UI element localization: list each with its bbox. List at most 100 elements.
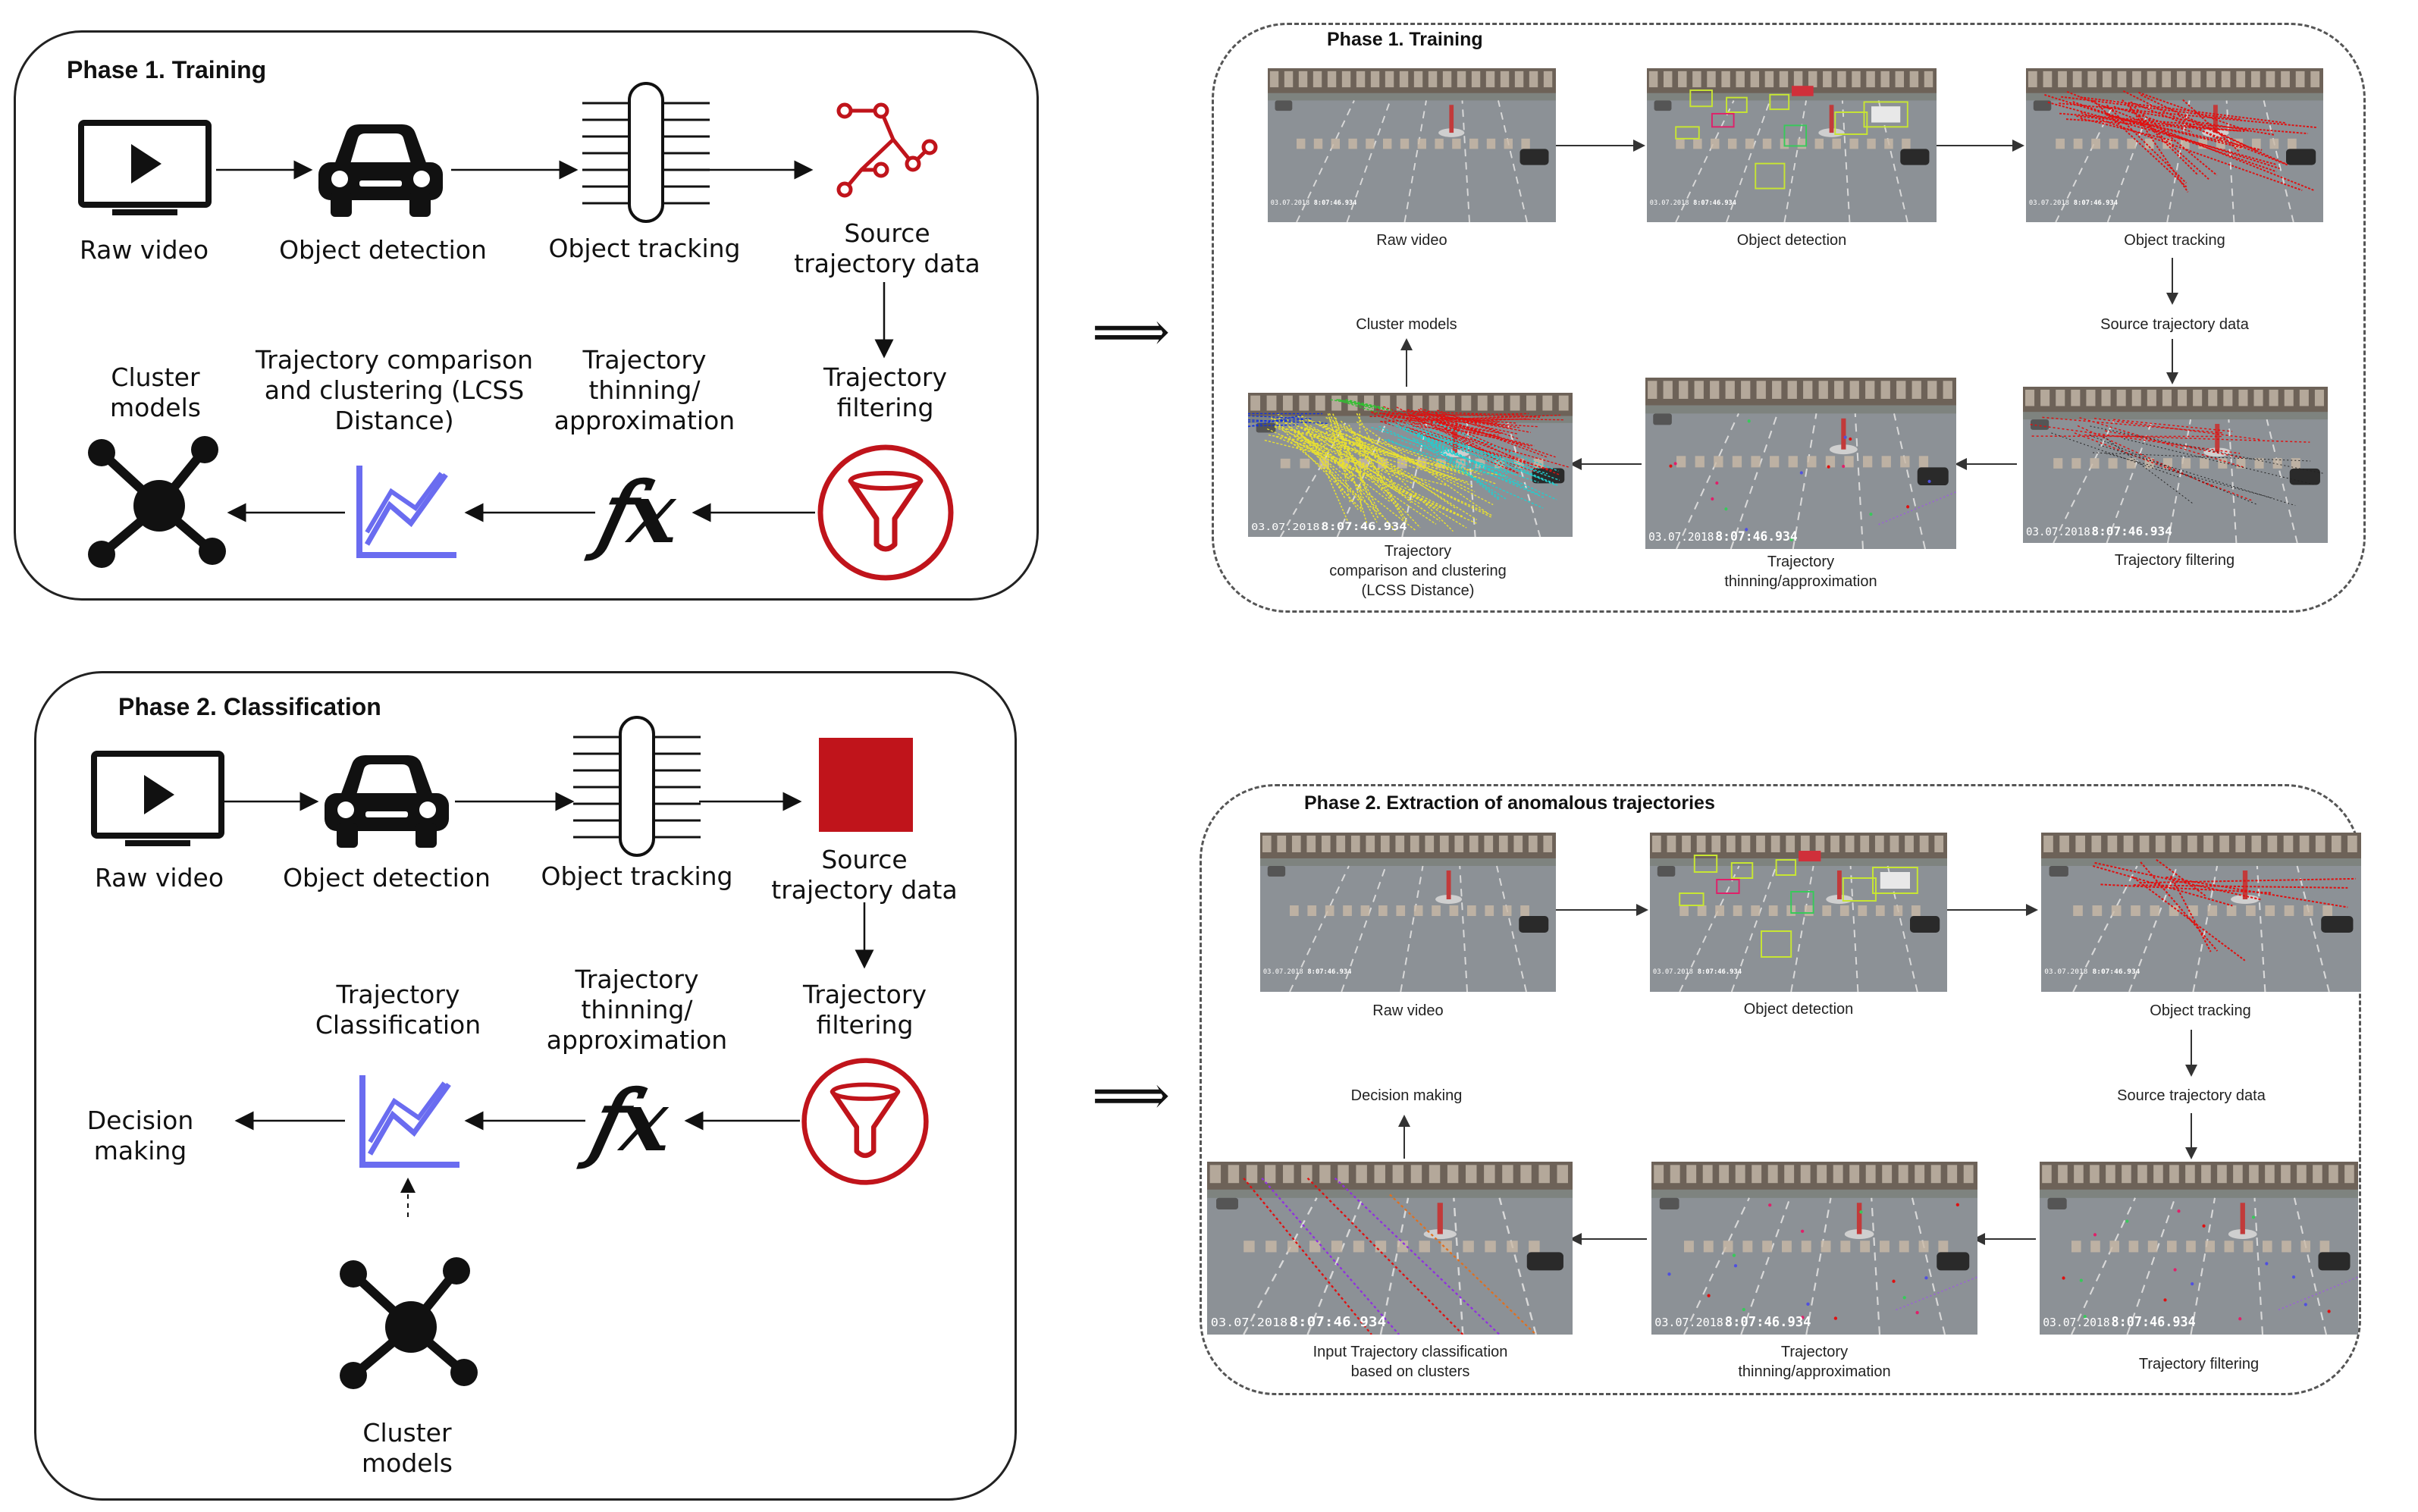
screens1-source-trajectory-label: Source trajectory data [2100, 316, 2249, 333]
frame-date: 03.07.2018 [1650, 199, 1689, 207]
fx-icon: 𝑓x [588, 1072, 669, 1170]
screens2-source-trajectory-label: Source trajectory data [2117, 1087, 2266, 1104]
screens1-object-tracking-label: Object tracking [2124, 232, 2225, 249]
line-chart-icon [356, 1072, 463, 1175]
frame-time: 8:07:46.934 [1698, 968, 1742, 976]
phase1-training-panel [14, 30, 1039, 601]
road-scene: 03.07.2018 8:07:46.934 [2041, 833, 2361, 992]
phase2-source-trajectory-label: Source trajectory data [771, 845, 958, 905]
phase2-object-tracking-label: Object tracking [541, 861, 733, 891]
screens2-object-tracking-label: Object tracking [2150, 1002, 2251, 1019]
trajectory-nodes-icon [834, 100, 939, 202]
screens2-thinning-label: Trajectory thinning/approximation [1738, 1344, 1891, 1380]
frame-time: 8:07:46.934 [1715, 529, 1798, 544]
frame-date: 03.07.2018 [2026, 526, 2090, 538]
screens1-raw-video-label: Raw video [1376, 232, 1447, 249]
frame-date: 03.07.2018 [1211, 1316, 1288, 1329]
phase2-cluster-models-label: Cluster models [362, 1418, 453, 1478]
phase1-cluster-models-label: Cluster models [110, 362, 201, 422]
screens2-arrows [1398, 904, 2197, 1245]
road-scene: 03.07.2018 8:07:46.934 [1268, 68, 1556, 222]
phase1-title: Phase 1. Training [67, 56, 267, 83]
frame-date: 03.07.2018 [1251, 522, 1319, 533]
phase1-comparison-label: Trajectory comparison and clustering (LC… [255, 345, 534, 435]
screens1-title: Phase 1. Training [1327, 29, 1483, 50]
road-scene: 03.07.2018 8:07:46.934 [1260, 833, 1556, 992]
screens2-decision-making-label: Decision making [1350, 1087, 1463, 1104]
screens2-panel [1200, 784, 2361, 1395]
red-square-icon [819, 738, 913, 832]
line-chart-icon [353, 463, 459, 565]
frame-time: 8:07:46.934 [1289, 1315, 1386, 1330]
funnel-icon [800, 1056, 930, 1190]
car-icon [318, 751, 455, 855]
road-scene: 03.07.2018 8:07:46.934 [1647, 68, 1937, 222]
road-scene: 03.07.2018 8:07:46.934 [1650, 833, 1947, 992]
frame-date: 03.07.2018 [2044, 968, 2087, 976]
frame-date: 03.07.2018 [1263, 968, 1303, 976]
tracking-lines-icon [582, 80, 710, 228]
phase1-source-trajectory-label: Source trajectory data [794, 218, 980, 278]
frame-raw-video-2: 03.07.2018 8:07:46.934 [1260, 833, 1556, 992]
frame-time: 8:07:46.934 [2093, 968, 2140, 976]
phase2-arrows [224, 792, 874, 1131]
frame-date: 03.07.2018 [1654, 1316, 1723, 1329]
frame-time: 8:07:46.934 [1725, 1315, 1811, 1330]
screens1-object-detection-label: Object detection [1736, 232, 1847, 249]
phase1-thinning-label: Trajectory thinning/ approximation [554, 345, 735, 435]
frame-time: 8:07:46.934 [2091, 524, 2172, 538]
car-icon [312, 120, 449, 224]
frame-date: 03.07.2018 [1271, 199, 1309, 207]
phase2-thinning-label: Trajectory thinning/ approximation [546, 965, 728, 1055]
tracking-lines-icon [573, 714, 701, 862]
monitor-play-icon [91, 751, 224, 853]
funnel-icon [816, 443, 955, 586]
screens1-comparison-label: Trajectory comparison and clustering (LC… [1329, 543, 1507, 599]
frame-time: 8:07:46.934 [1321, 519, 1407, 532]
fx-icon: 𝑓x [595, 464, 676, 562]
screens1-panel [1212, 23, 2366, 613]
frame-time: 8:07:46.934 [1314, 199, 1357, 207]
cluster-network-icon [85, 434, 229, 575]
frame-date: 03.07.2018 [1653, 968, 1693, 976]
frame-time: 8:07:46.934 [2112, 1315, 2196, 1330]
frame-object-tracking-2: 03.07.2018 8:07:46.934 [2041, 833, 2361, 992]
screens2-filtering-label: Trajectory filtering [2138, 1356, 2260, 1372]
phase2-raw-video-label: Raw video [94, 863, 224, 892]
frame-raw-video: 03.07.2018 8:07:46.934 [1268, 68, 1556, 222]
frame-date: 03.07.2018 [2029, 199, 2069, 207]
screens2-object-detection-label: Object detection [1743, 1001, 1854, 1018]
frame-date: 03.07.2018 [2043, 1316, 2109, 1329]
phase2-decision-making-label: Decision making [86, 1106, 194, 1165]
phase1-trajectory-filtering-label: Trajectory filtering [823, 362, 947, 422]
phase1-raw-video-label: Raw video [79, 235, 209, 265]
frame-date: 03.07.2018 [1648, 531, 1714, 544]
phase2-classification-label: Trajectory Classification [315, 980, 481, 1040]
monitor-play-icon [78, 120, 212, 222]
screens2-raw-video-label: Raw video [1372, 1002, 1444, 1019]
phase2-classification-panel [34, 671, 1017, 1501]
frame-object-detection-2: 03.07.2018 8:07:46.934 [1650, 833, 1947, 992]
phase1-object-detection-label: Object detection [279, 235, 487, 265]
screens1-cluster-models-label: Cluster models [1356, 316, 1457, 333]
implies-arrow: ⟹ [1092, 300, 1171, 363]
cluster-network-icon [337, 1256, 481, 1396]
phase1-arrows [216, 160, 894, 522]
frame-time: 8:07:46.934 [2074, 199, 2118, 207]
screens2-title: Phase 2. Extraction of anomalous traject… [1304, 792, 1715, 814]
frame-time: 8:07:46.934 [1307, 968, 1351, 976]
frame-time: 8:07:46.934 [1693, 199, 1736, 207]
